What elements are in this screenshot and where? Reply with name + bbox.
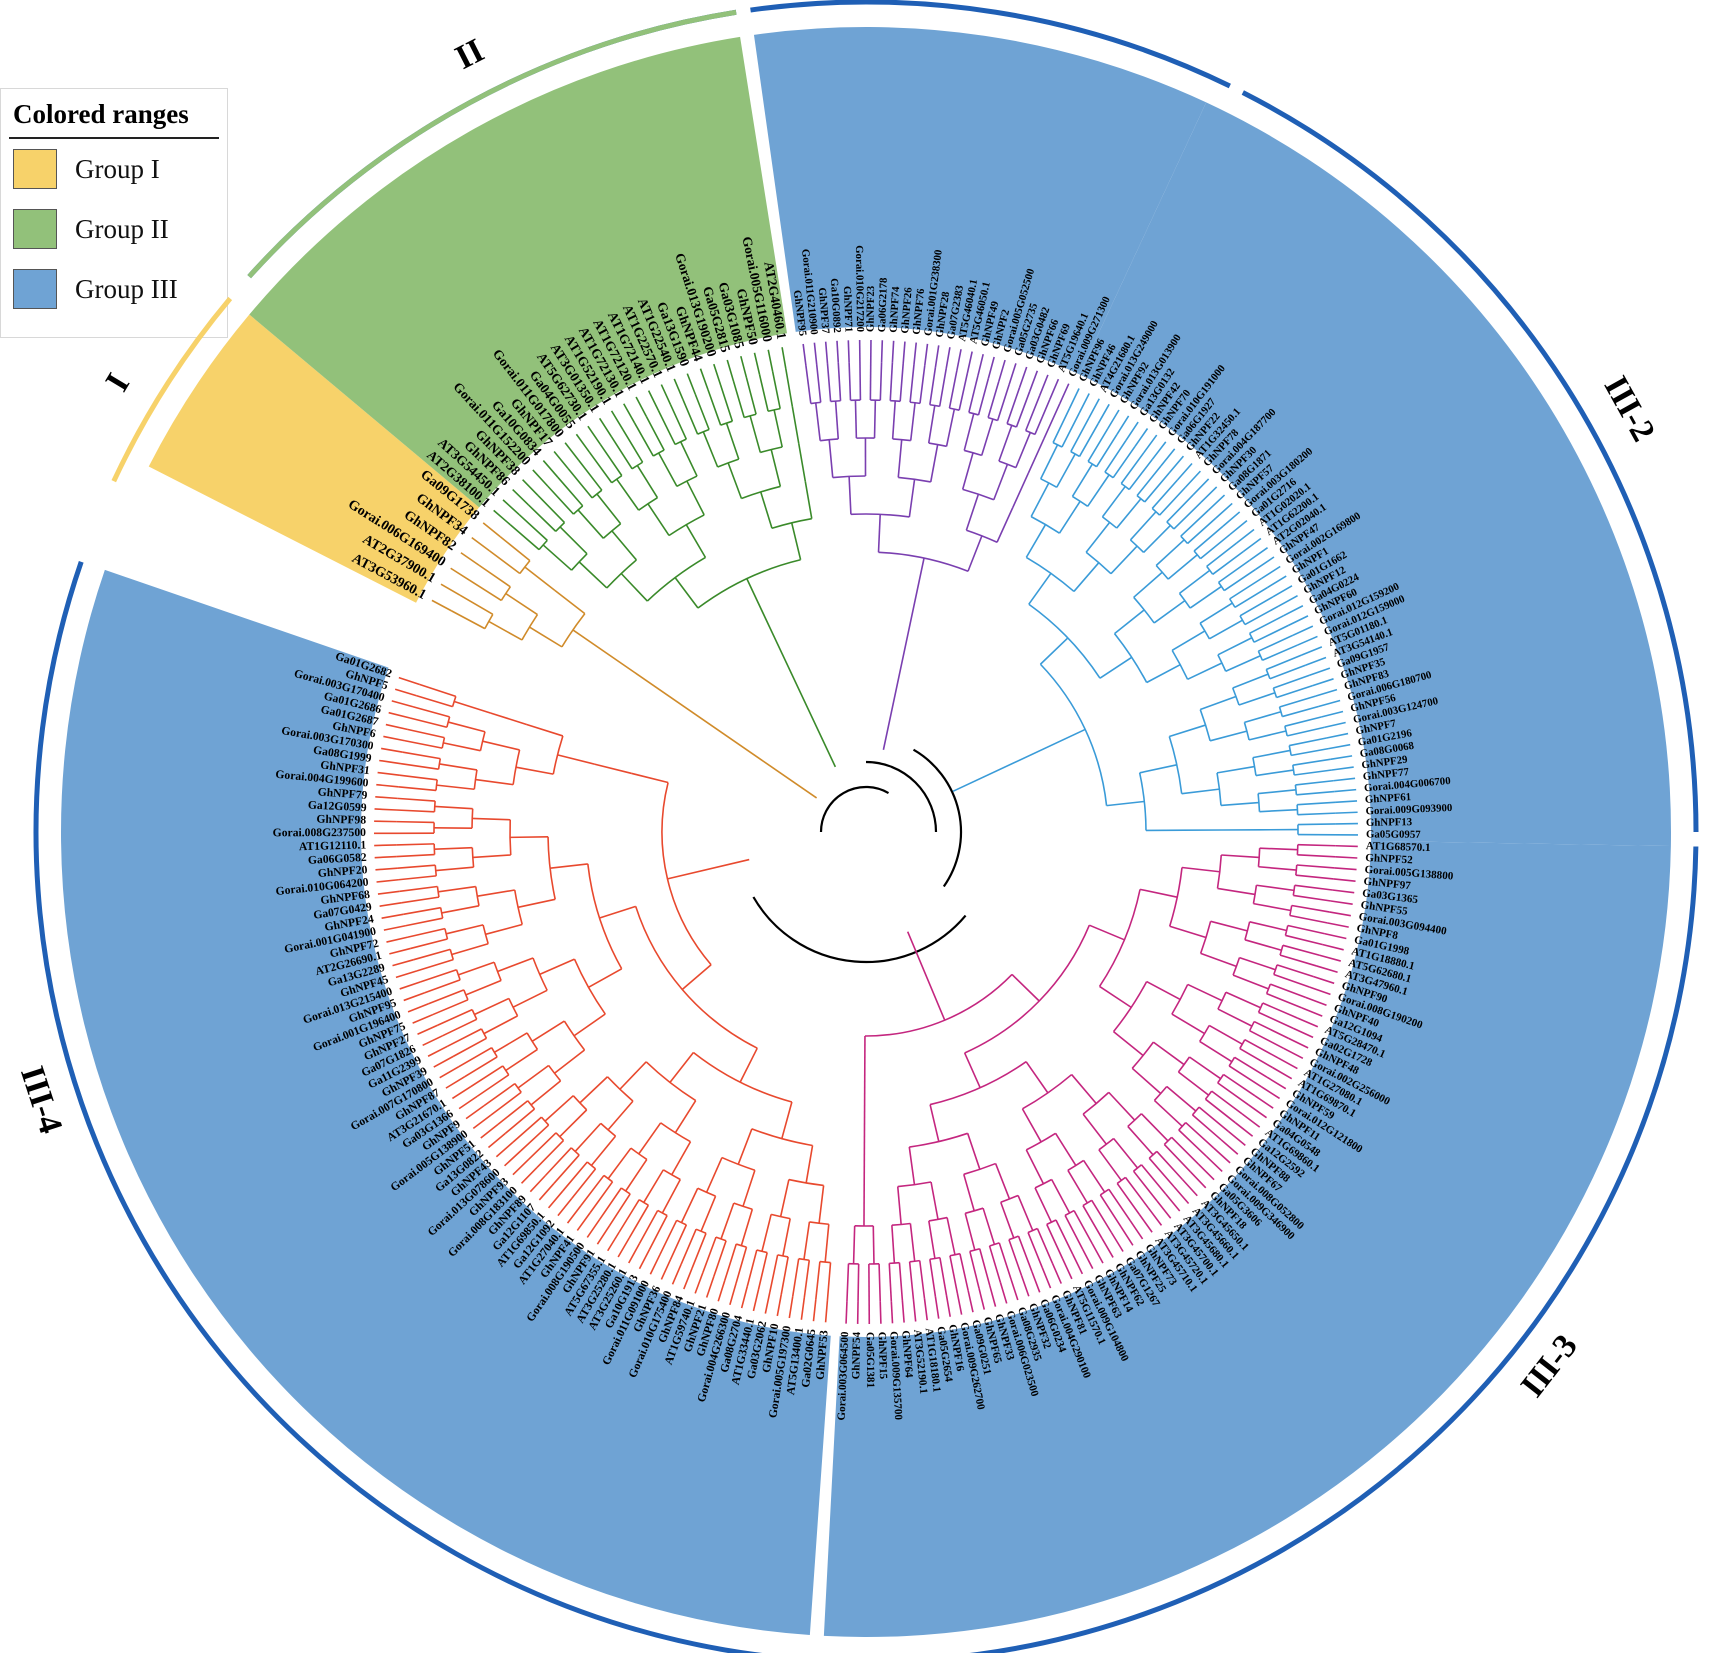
- leaf-label: GhNPF13: [1366, 816, 1413, 829]
- colored-ranges: [60, 26, 1671, 1637]
- leaf-label: GhNPF77: [1362, 766, 1410, 783]
- arc-iii-1: [750, 0, 1231, 89]
- leaf-label: GhNPF53: [814, 1330, 831, 1381]
- leaf-label: AT1G12110.1: [299, 838, 367, 853]
- leaf-label: GhNPF97: [1363, 876, 1412, 893]
- clade-arcs: [33, 0, 1699, 1653]
- leaf-label: Ga02G0645: [799, 1328, 818, 1388]
- leaf-label: GhNPF37: [816, 287, 832, 335]
- branches-iii-2: [952, 388, 1358, 836]
- leaf-label: Ga06G2178: [876, 277, 890, 333]
- arc-ii-color: [247, 9, 737, 279]
- leaf-label: GhNPF54: [850, 1331, 863, 1379]
- legend-item-group-iii: Group III: [1, 259, 227, 319]
- leaf-label: GhNPF15: [876, 1332, 889, 1380]
- leaf-label: GhNPF64: [899, 1330, 915, 1379]
- leaf-label: GhNPF95: [791, 289, 809, 337]
- leaf-label: GhNPF31: [320, 758, 371, 777]
- leaf-label: Gorai.009G093900: [1365, 802, 1452, 817]
- leaf-label: Gorai.003G064500: [836, 1331, 852, 1421]
- leaf-label: Gorai.010G217200: [853, 245, 866, 332]
- range-i: [148, 314, 480, 603]
- leaf-label: GhNPF52: [1365, 852, 1413, 867]
- leaf-label: Gorai.009G135700: [887, 1331, 904, 1421]
- leaf-label: GhNPF26: [899, 286, 915, 334]
- clade-label-i: I: [99, 367, 138, 397]
- leaf-label: Ga12G0599: [308, 799, 368, 815]
- backbone: [752, 748, 967, 964]
- arc-iii-3: [969, 846, 1699, 1653]
- clade-label-ii: II: [450, 32, 490, 77]
- branches-ii: [493, 347, 837, 768]
- legend: Colored ranges Group I Group II Group II…: [0, 88, 228, 338]
- legend-label-group-ii: Group II: [75, 213, 169, 244]
- arc-iii-4: [33, 560, 764, 1653]
- branches-iii-4: [373, 676, 832, 1323]
- leaf-label: Ga06G0582: [308, 851, 368, 867]
- leaf-label: Ga05G1381: [864, 1332, 876, 1388]
- leaf-label: GhNPF98: [316, 813, 366, 827]
- leaf-label: GhNPF61: [1365, 791, 1412, 806]
- leaf-label: GhNPF23: [865, 285, 877, 332]
- leaf-label: GhNPF68: [320, 888, 371, 907]
- branches-iii-3: [845, 843, 1358, 1324]
- leaf-label: Ga10G0892: [828, 278, 843, 333]
- leaf-label: GhNPF20: [317, 863, 368, 880]
- arc-i-color: [111, 296, 233, 483]
- branches-iii-1: [802, 340, 1070, 750]
- range-iii-4: [60, 569, 831, 1636]
- legend-title: Colored ranges: [9, 89, 219, 139]
- range-iii-2: [1079, 102, 1671, 847]
- arc-iii-2: [1241, 90, 1699, 833]
- leaf-label: AT1G68570.1: [1366, 840, 1431, 854]
- legend-swatch-group-iii: [13, 269, 57, 309]
- branches-i: [431, 522, 818, 799]
- leaf-label: GhNPF76: [911, 287, 928, 335]
- legend-swatch-group-i: [13, 149, 57, 189]
- leaf-label: GhNPF74: [888, 286, 903, 333]
- legend-swatch-group-ii: [13, 209, 57, 249]
- legend-label-group-iii: Group III: [75, 273, 178, 304]
- legend-item-group-i: Group I: [1, 139, 227, 199]
- leaf-label: GhNPF79: [317, 785, 368, 802]
- tree-branches: [373, 340, 1358, 1324]
- range-ii: [249, 36, 788, 508]
- clade-label-iii-2: III-2: [1597, 370, 1662, 447]
- clade-label-iii-1: III-1: [1010, 0, 1084, 4]
- legend-item-group-ii: Group II: [1, 199, 227, 259]
- leaf-label: Ga05G0957: [1366, 828, 1421, 840]
- range-iii-3: [823, 840, 1671, 1637]
- legend-label-group-i: Group I: [75, 153, 160, 184]
- leaf-label: GhNPF71: [841, 286, 855, 333]
- leaf-label: Gorai.008G237500: [273, 826, 367, 839]
- clade-label-iii-4: III-4: [13, 1062, 69, 1138]
- range-iii-1: [753, 26, 1207, 375]
